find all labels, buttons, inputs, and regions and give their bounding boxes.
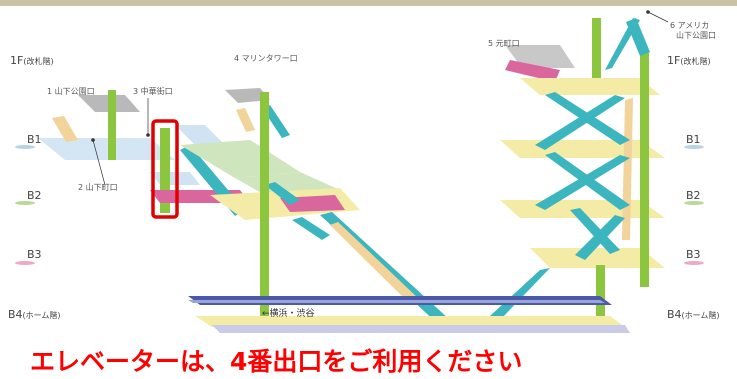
platforms bbox=[188, 296, 630, 333]
level-markers-right bbox=[684, 145, 704, 265]
elevator-notice: エレベーターは、4番出口をご利用ください bbox=[30, 347, 523, 376]
exit-4-label: 4 マリンタワー口 bbox=[234, 54, 298, 63]
exit-2-label: 2 山下町口 bbox=[78, 183, 118, 192]
exit-6-label-line1: 6 アメリカ bbox=[670, 21, 710, 30]
level-markers-left bbox=[15, 145, 35, 265]
exit-6-label-line2: 山下公園口 bbox=[676, 31, 716, 40]
level-left-b3: B3 bbox=[27, 248, 42, 261]
level-right-b1: B1 bbox=[686, 133, 701, 146]
level-right-b2: B2 bbox=[686, 189, 701, 202]
direction-label: ←横浜・渋谷 bbox=[262, 309, 315, 319]
top-border bbox=[0, 0, 737, 6]
level-left-1f: 1F(改札階) bbox=[10, 54, 54, 67]
level-right-1f: 1F(改札階) bbox=[667, 54, 711, 67]
center-cluster bbox=[180, 88, 450, 328]
exit-1-label: 1 山下公園口 bbox=[47, 87, 95, 96]
exit-5-label: 5 元町口 bbox=[488, 39, 520, 48]
exit-3-label: 3 中華街口 bbox=[133, 87, 173, 96]
level-left-b4: B4(ホーム階) bbox=[8, 308, 61, 321]
level-left-b1: B1 bbox=[27, 133, 42, 146]
level-left-b2: B2 bbox=[27, 189, 42, 202]
level-right-b3: B3 bbox=[686, 248, 701, 261]
level-right-b4: B4(ホーム階) bbox=[667, 308, 720, 321]
highlight-box bbox=[151, 119, 179, 219]
right-tower bbox=[490, 10, 669, 325]
